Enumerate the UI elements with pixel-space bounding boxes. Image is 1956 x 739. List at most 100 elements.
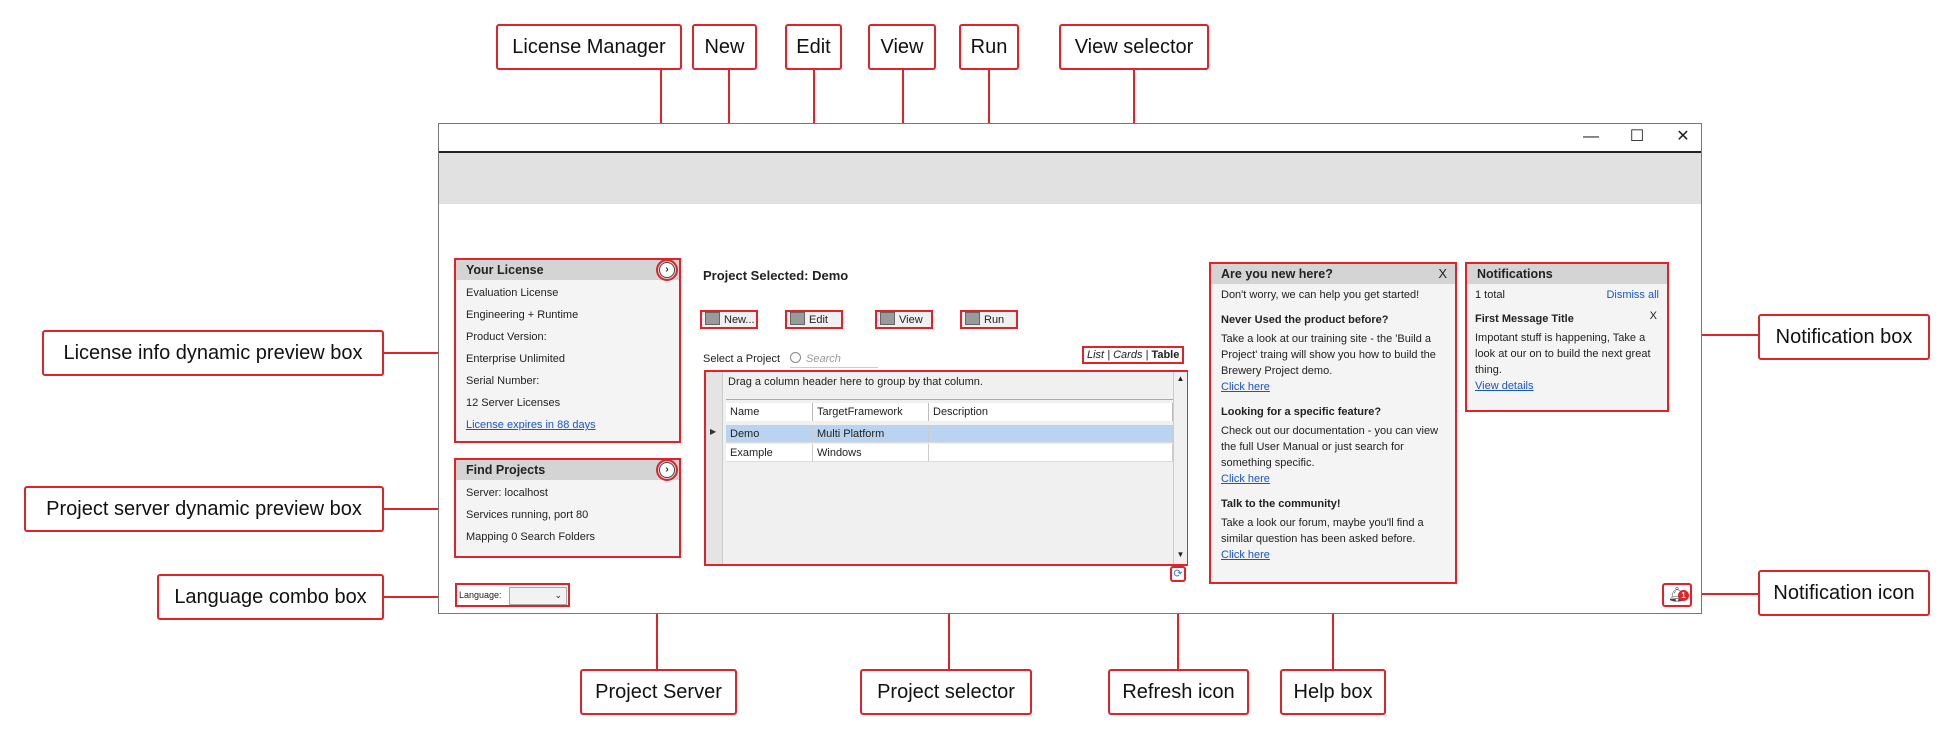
connector-notification-box — [1667, 334, 1758, 336]
view-mode-table[interactable]: Table — [1151, 349, 1180, 361]
run-icon — [965, 312, 980, 325]
minimize-button[interactable]: — — [1583, 128, 1599, 145]
notification-badge: 1 — [1678, 590, 1689, 601]
maximize-button[interactable]: ☐ — [1629, 128, 1645, 145]
license-line: 12 Server Licenses — [466, 397, 561, 409]
table-row-cell[interactable] — [929, 425, 1173, 443]
help-header: Are you new here? X — [1211, 264, 1455, 284]
help-section-body: Take a look at our training site - the '… — [1221, 333, 1436, 377]
help-section-body: Check out our documentation - you can vi… — [1221, 425, 1439, 469]
close-button[interactable]: ✕ — [1676, 128, 1690, 145]
scroll-down-icon[interactable]: ▼ — [1176, 550, 1185, 559]
row-header-column — [706, 372, 723, 564]
run-button[interactable]: Run — [960, 310, 1018, 329]
license-title: Your License — [466, 263, 544, 277]
callout-license-manager: License Manager — [496, 24, 682, 70]
license-panel-header: Your License › — [456, 259, 679, 281]
help-section-link[interactable]: Click here — [1221, 381, 1270, 393]
notification-header: Notifications — [1467, 264, 1667, 284]
callout-help-box: Help box — [1280, 669, 1386, 715]
callout-new: New — [692, 24, 757, 70]
edit-icon — [790, 312, 805, 325]
help-box: Are you new here? X Don't worry, we can … — [1209, 262, 1457, 584]
notification-count: 1 total — [1475, 289, 1505, 301]
column-header-targetframework[interactable]: TargetFramework — [813, 403, 929, 421]
table-row-cell[interactable]: Demo — [726, 425, 813, 443]
connector-help-box — [1332, 584, 1334, 669]
current-row-icon: ▶ — [710, 427, 717, 436]
project-search-input[interactable]: Search — [790, 351, 878, 368]
help-close-button[interactable]: X — [1438, 266, 1447, 281]
select-project-label: Select a Project — [703, 353, 781, 365]
project-selected-label: Project Selected: Demo — [703, 268, 849, 283]
callout-view: View — [868, 24, 936, 70]
new-label: New... — [724, 314, 755, 326]
notification-box: Notifications 1 total Dismiss all First … — [1465, 262, 1669, 412]
help-section-heading: Talk to the community! — [1221, 498, 1341, 510]
help-section-link[interactable]: Click here — [1221, 473, 1270, 485]
view-icon — [880, 312, 895, 325]
help-section-link[interactable]: Click here — [1221, 549, 1270, 561]
notification-icon-button[interactable]: 🔔︎ 1 — [1662, 583, 1692, 607]
callout-project-server: Project Server — [580, 669, 737, 715]
language-select[interactable]: ⌄ — [509, 587, 567, 605]
group-hint: Drag a column header here to group by th… — [728, 376, 983, 388]
view-button[interactable]: View — [875, 310, 933, 329]
license-expiry-link[interactable]: License expires in 88 days — [466, 419, 596, 431]
callout-language-combo: Language combo box — [157, 574, 384, 620]
grid-scrollbar[interactable]: ▲ ▼ — [1173, 372, 1187, 564]
title-bar: — ☐ ✕ — [439, 124, 1701, 153]
connector-refresh-icon — [1177, 584, 1179, 669]
license-manager-button[interactable]: › — [656, 259, 678, 281]
callout-edit: Edit — [785, 24, 842, 70]
view-selector: List | Cards | Table — [1082, 346, 1185, 364]
view-mode-cards[interactable]: Cards — [1113, 349, 1143, 361]
refresh-icon[interactable]: ⟳ — [1170, 566, 1186, 582]
column-header-name[interactable]: Name — [726, 403, 813, 421]
callout-project-selector: Project selector — [860, 669, 1032, 715]
chevron-down-icon: ⌄ — [554, 590, 562, 600]
search-icon — [790, 352, 801, 363]
callout-license-info: License info dynamic preview box — [42, 330, 384, 376]
server-line: Server: localhost — [466, 487, 548, 499]
license-line: Evaluation License — [466, 287, 559, 299]
callout-notification-icon: Notification icon — [1758, 570, 1930, 616]
group-divider — [726, 399, 1173, 400]
callout-project-server-preview: Project server dynamic preview box — [24, 486, 384, 532]
find-projects-header: Find Projects › — [456, 459, 679, 481]
notification-message-close[interactable]: X — [1649, 310, 1657, 322]
server-line: Mapping 0 Search Folders — [466, 531, 596, 543]
language-label: Language: — [459, 590, 502, 600]
license-line: Serial Number: — [466, 375, 540, 387]
project-server-button[interactable]: › — [656, 459, 678, 481]
ribbon-bar — [439, 153, 1701, 204]
license-line: Enterprise Unlimited — [466, 353, 566, 365]
table-row-cell[interactable]: Multi Platform — [813, 425, 929, 443]
column-header-description[interactable]: Description — [929, 403, 1173, 421]
help-section-heading: Looking for a specific feature? — [1221, 406, 1382, 418]
help-section-body: Take a look our forum, maybe you'll find… — [1221, 517, 1424, 545]
table-row-cell[interactable] — [929, 444, 1173, 462]
language-combo-container: Language: ⌄ — [455, 583, 570, 607]
notification-view-details-link[interactable]: View details — [1475, 380, 1534, 392]
help-intro: Don't worry, we can help you get started… — [1221, 289, 1420, 301]
edit-label: Edit — [809, 314, 828, 326]
connector-language-combo — [384, 596, 456, 598]
table-row-cell[interactable]: Windows — [813, 444, 929, 462]
callout-run: Run — [959, 24, 1019, 70]
connector-project-selector — [948, 566, 950, 669]
edit-button[interactable]: Edit — [785, 310, 843, 329]
connector-license-info — [384, 352, 456, 354]
table-row-cell[interactable]: Example — [726, 444, 813, 462]
scroll-up-icon[interactable]: ▲ — [1176, 374, 1185, 383]
new-button[interactable]: New... — [700, 310, 758, 329]
dismiss-all-link[interactable]: Dismiss all — [1606, 289, 1659, 301]
view-mode-separator: | — [1107, 349, 1111, 361]
search-placeholder: Search — [806, 353, 841, 365]
view-mode-list[interactable]: List — [1087, 349, 1105, 361]
help-section-heading: Never Used the product before? — [1221, 314, 1389, 326]
project-grid: Drag a column header here to group by th… — [704, 370, 1188, 566]
find-projects-panel: Find Projects › Server: localhost Servic… — [454, 458, 681, 558]
callout-refresh-icon: Refresh icon — [1108, 669, 1249, 715]
notification-title: Notifications — [1477, 267, 1553, 281]
